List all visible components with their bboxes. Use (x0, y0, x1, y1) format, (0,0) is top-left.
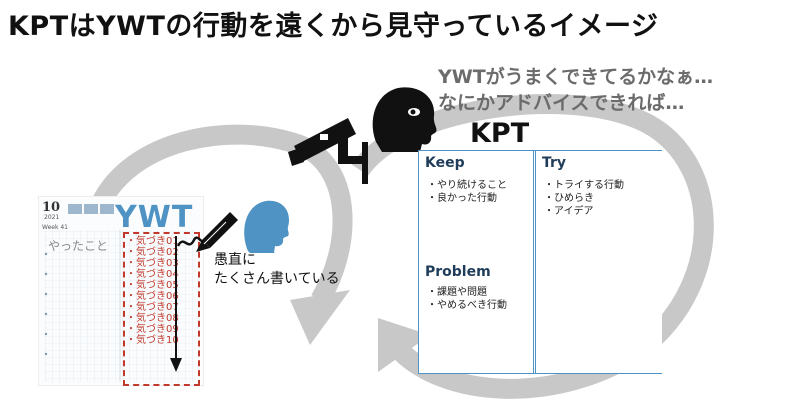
list-item: ・やめるべき行動 (427, 300, 507, 311)
list-item: ・気づき09 (126, 324, 179, 335)
writer-caption-line-1: 愚直に (214, 252, 256, 268)
list-item: ・気づき10 (126, 335, 179, 346)
kpt-try-list: ・トライする行動 ・ひめらき ・アイデア (544, 179, 624, 218)
writer-head-icon (244, 200, 290, 253)
ywt-title: YWT (115, 200, 194, 235)
kpt-keep-list: ・やり続けること ・良かった行動 (427, 179, 507, 205)
list-item: ・良かった行動 (427, 193, 497, 204)
calendar-year: 2021 (44, 214, 60, 221)
watcher-head-icon (372, 87, 437, 152)
writer-caption: 愚直に たくさん書いている (214, 251, 340, 289)
watcher-thought: YWTがうまくできてるかなぁ… なにかアドバイスできれば… (438, 64, 713, 116)
kpt-keep-cell: Keep ・やり続けること ・良かった行動 (419, 151, 534, 257)
list-item: ・気づき03 (126, 258, 179, 269)
down-arrow-icon (170, 236, 182, 372)
cycle-arrow-head-right (378, 318, 430, 372)
calendar-week: Week 41 (42, 224, 68, 231)
list-item: ・気づき04 (126, 269, 179, 280)
kpt-problem-heading: Problem (425, 264, 491, 280)
watcher-thought-line-2: なにかアドバイスできれば… (438, 92, 685, 114)
fountain-pen-icon (176, 212, 238, 252)
list-item: ・気づき08 (126, 313, 179, 324)
cycle-arrow-head-left (290, 290, 350, 345)
kizuki-dashed-box (123, 232, 200, 386)
list-item: ・ひめらき (544, 193, 594, 204)
writer-caption-line-2: たくさん書いている (214, 271, 340, 287)
list-item: ・気づき05 (126, 280, 179, 291)
list-item: ・やり続けること (427, 180, 507, 191)
kpt-try-heading: Try (542, 155, 567, 171)
kpt-title: KPT (470, 118, 530, 149)
list-item: ・トライする行動 (544, 180, 624, 191)
kpt-problem-list: ・課題や問題 ・やめるべき行動 (427, 286, 507, 312)
yatta-koto-heading: やったこと (48, 239, 109, 253)
kizuki-list: ・気づき01 ・気づき02 ・気づき03 ・気づき04 ・気づき05 ・気づき0… (126, 236, 179, 346)
list-item: ・気づき07 (126, 302, 179, 313)
calendar-month: 10 (42, 200, 61, 215)
page-title: KPTはYWTの行動を遠くから見守っているイメージ (8, 11, 659, 42)
kpt-keep-heading: Keep (425, 155, 465, 171)
list-item: ・気づき01 (126, 236, 179, 247)
security-camera-icon (288, 118, 368, 184)
cycle-arrow-right (351, 94, 714, 399)
list-item: ・課題や問題 (427, 287, 487, 298)
list-item: ・気づき06 (126, 291, 179, 302)
watcher-thought-line-1: YWTがうまくできてるかなぁ… (438, 66, 714, 88)
kpt-problem-cell: Problem ・課題や問題 ・やめるべき行動 (419, 256, 534, 373)
kpt-board: Keep ・やり続けること ・良かった行動 Problem ・課題や問題 ・やめ… (418, 150, 662, 374)
list-item: ・アイデア (544, 206, 594, 217)
list-item: ・気づき02 (126, 247, 179, 258)
kpt-try-cell: Try ・トライする行動 ・ひめらき ・アイデア (535, 151, 662, 373)
mini-calendar-icon (68, 204, 114, 214)
